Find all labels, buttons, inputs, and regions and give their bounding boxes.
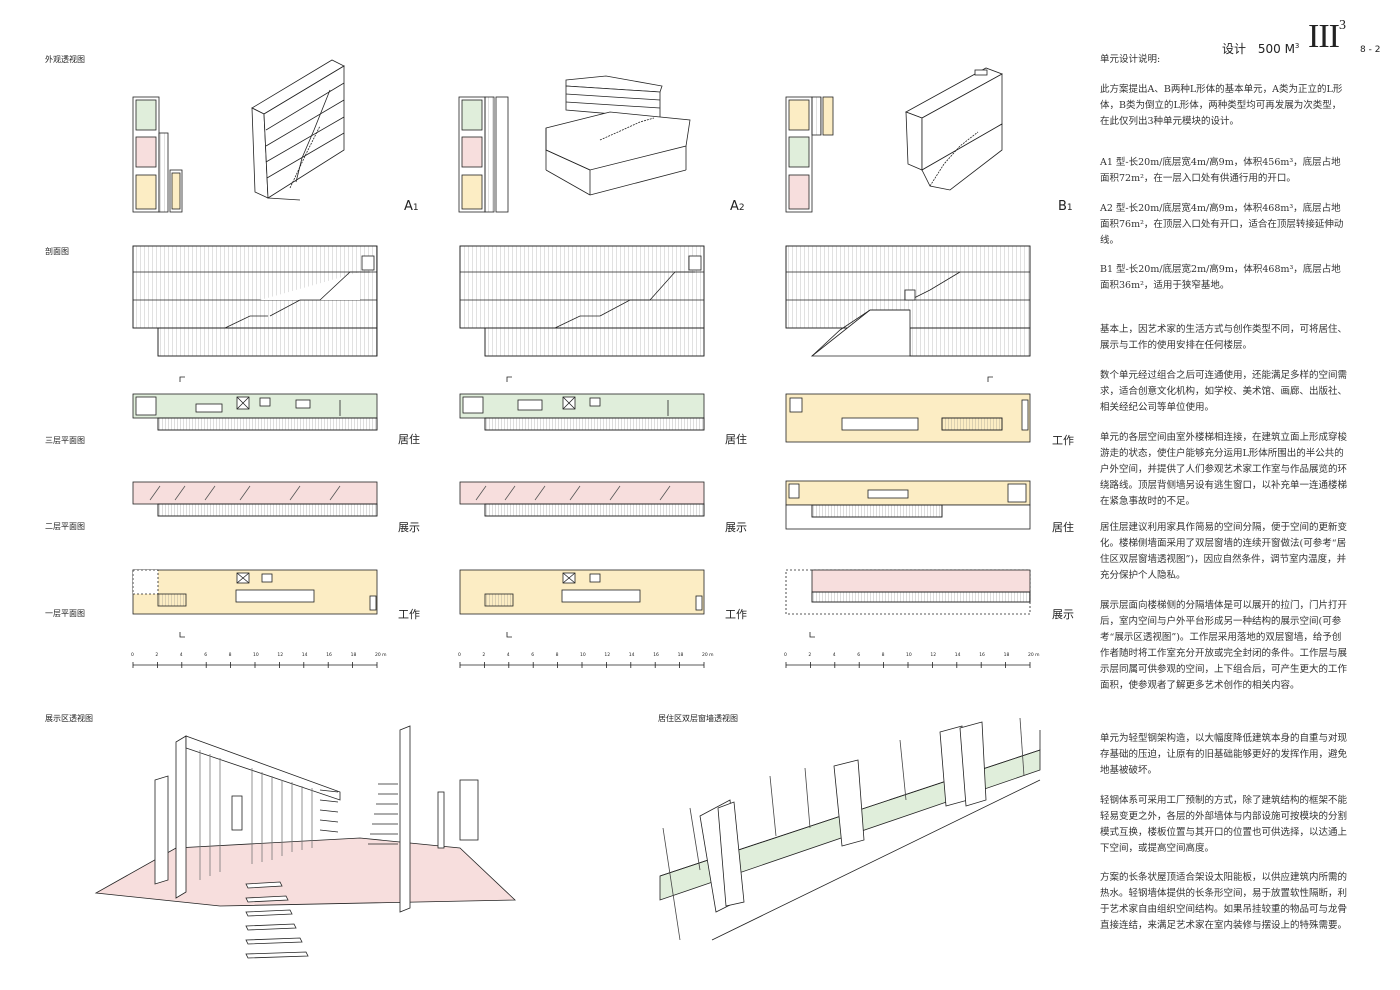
scale-tick-label: 12 (930, 652, 936, 658)
scale-tick-label: 14 (302, 652, 308, 658)
unit-tag-a1: A1 (404, 199, 419, 214)
scale-tick-label: 6 (531, 652, 534, 658)
unit-tag-a2: A2 (730, 199, 745, 214)
plan-a2-floor2 (459, 481, 705, 517)
para-10: 单元为轻型钢架构造，以大幅度降低建筑本身的自重与对现存基础的压迫，让原有的旧基础… (1100, 733, 1348, 776)
design-label: 设计 (1222, 42, 1247, 56)
para-9: 展示层面向楼梯侧的分隔墙体是可以展开的拉门，门片打开后，室内空间与户外平台形成另… (1100, 600, 1348, 691)
tag-a1-f3: 居住 (398, 433, 420, 446)
scale-tick-label: 2 (808, 652, 811, 658)
scale-tick-label: 20 m (1028, 652, 1040, 658)
scale-tick-label: 4 (180, 652, 183, 658)
tag-a2-f1: 工作 (725, 608, 747, 621)
plan-a1-floor3 (132, 393, 378, 431)
scale-tick-label: 18 (351, 652, 357, 658)
unit-a1-exterior-diagram (132, 96, 183, 213)
scale-tick-label: 12 (277, 652, 283, 658)
scale-tick-label: 12 (604, 652, 610, 658)
tag-a2-f2: 展示 (725, 521, 747, 534)
scale-tick-label: 16 (979, 652, 985, 658)
para-4: B1 型-长20m/底层宽2m/高9m，体积468m³，底层占地面积36m²，适… (1100, 264, 1341, 291)
scale-tick-label: 6 (857, 652, 860, 658)
section-b1 (785, 245, 1031, 357)
para-12: 方案的长条状屋顶适合架设太阳能板，以供应建筑内所需的热水。轻钢墙体提供的长条形空… (1100, 872, 1348, 931)
tag-b1-f2: 居住 (1052, 521, 1074, 534)
plan-b1-floor3 (785, 393, 1031, 443)
scale-ticks: 0 2 4 6 8 10 12 14 16 18 20 m 0 2 4 6 8 10 12 14 16 18 20 m 0 2… (131, 652, 1040, 668)
scale-tick-label: 4 (833, 652, 836, 658)
para-7: 单元的各层空间由室外楼梯相连接，在建筑立面上形成穿梭游走的状态，使住户能够充分运… (1100, 432, 1348, 507)
scale-tick-label: 16 (653, 652, 659, 658)
scale-tick-label: 14 (629, 652, 635, 658)
para-3: A2 型-长20m/底层宽4m/高9m，体积468m³，底层占地面积76m²，在… (1100, 203, 1344, 246)
label-floor1: 一层平面图 (45, 609, 85, 618)
section-a2 (459, 245, 705, 357)
scale-tick-label: 0 (131, 652, 134, 658)
scale-tick-label: 8 (229, 652, 232, 658)
tag-a1-f2: 展示 (398, 521, 420, 534)
design-volume-label: 设计 500 M3 (1222, 40, 1299, 57)
plan-corner-markers (179, 376, 993, 638)
plan-a1-floor1 (132, 569, 378, 615)
scale-tick-label: 2 (155, 652, 158, 658)
section-a1 (132, 245, 378, 357)
plan-a2-floor3 (459, 393, 705, 431)
unit-a1-perspective (251, 59, 345, 201)
plan-a2-floor1 (459, 569, 705, 615)
scale-tick-label: 2 (482, 652, 485, 658)
page-number: 8 - 2 (1360, 45, 1381, 55)
scale-tick-label: 14 (955, 652, 961, 658)
unit-a2-exterior-diagram (458, 96, 509, 213)
scale-tick-label: 8 (556, 652, 559, 658)
plan-b1-floor1 (785, 569, 1031, 615)
unit-tag-b1: B1 (1058, 199, 1073, 214)
scale-tick-label: 10 (580, 652, 586, 658)
description-column: 单元设计说明: (1100, 52, 1350, 68)
roman-numeral: III (1308, 18, 1340, 55)
unit-b1-perspective (905, 67, 1003, 191)
label-exterior: 外观透视图 (45, 55, 85, 64)
tag-b1-f1: 展示 (1052, 608, 1074, 621)
unit-a2-perspective (545, 75, 691, 196)
scale-tick-label: 10 (906, 652, 912, 658)
exhibit-perspective (94, 725, 516, 959)
roman-exponent: 3 (1338, 18, 1346, 33)
plan-a1-floor2 (132, 481, 378, 517)
para-5: 基本上，因艺术家的生活方式与创作类型不同，可将居住、展示与工作的使用安排在任何楼… (1100, 324, 1348, 351)
description-title: 单元设计说明: (1100, 54, 1161, 65)
para-1: 此方案提出A、B两种L形体的基本单元，A类为正立的L形体，B类为倒立的L形体，两… (1100, 84, 1343, 127)
scale-tick-label: 18 (1004, 652, 1010, 658)
label-exhibit-perspective: 展示区透视图 (45, 714, 93, 723)
scale-tick-label: 8 (882, 652, 885, 658)
plan-b1-floor2 (785, 480, 1031, 530)
scale-tick-label: 0 (458, 652, 461, 658)
window-wall-perspective (659, 717, 1041, 941)
scale-tick-label: 20 m (702, 652, 714, 658)
scale-tick-label: 20 m (375, 652, 387, 658)
para-2: A1 型-长20m/底层宽4m/高9m，体积456m³，底层占地面积72m²，在… (1100, 157, 1341, 184)
para-8: 居住层建议利用家具作简易的空间分隔，便于空间的更新变化。楼梯侧墙面采用了双层窗墙… (1100, 522, 1348, 581)
volume-exponent: 3 (1294, 42, 1300, 50)
para-11: 轻钢体系可采用工厂预制的方式，除了建筑结构的框架不能轻易变更之外，各层的外部墙体… (1100, 795, 1348, 854)
para-6: 数个单元经过组合之后可连通使用，还能满足多样的空间需求，适合创意文化机构，如学校… (1100, 370, 1348, 413)
scale-tick-label: 18 (678, 652, 684, 658)
label-section: 剖面图 (45, 247, 69, 256)
label-floor2: 二层平面图 (45, 522, 85, 531)
volume-value: 500 M (1257, 42, 1295, 56)
scale-tick-label: 4 (507, 652, 510, 658)
label-floor3: 三层平面图 (45, 436, 85, 445)
scale-tick-label: 0 (784, 652, 787, 658)
label-window-perspective: 居住区双层窗墙透视图 (658, 714, 738, 723)
tag-b1-f3: 工作 (1052, 434, 1074, 447)
series-number: III3 (1308, 18, 1346, 56)
scale-tick-label: 6 (204, 652, 207, 658)
drawings-canvas: 0 2 4 6 8 10 12 14 16 18 20 m 0 2 4 6 8 10 12 14 16 18 20 m 0 2… (94, 59, 1041, 959)
tag-a1-f1: 工作 (398, 608, 420, 621)
tag-a2-f3: 居住 (725, 433, 747, 446)
scale-tick-label: 16 (326, 652, 332, 658)
unit-b1-exterior-diagram (785, 96, 834, 213)
scale-tick-label: 10 (253, 652, 259, 658)
